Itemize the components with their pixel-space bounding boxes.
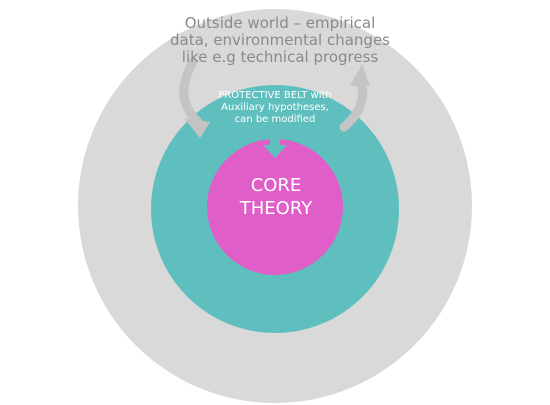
protective-belt-line-2: Auxiliary hypotheses, — [221, 102, 329, 113]
protective-belt-label: PROTECTIVE BELT with Auxiliary hypothese… — [195, 90, 355, 126]
outside-world-line-3: like e.g technical progress — [181, 47, 379, 66]
core-theory-line-2: THEORY — [239, 197, 313, 219]
curved-arrow-up-icon — [339, 64, 370, 132]
arrow-down-icon — [263, 136, 287, 158]
core-theory-label: CORE THEORY — [210, 175, 342, 220]
core-theory-circle — [207, 139, 343, 275]
protective-belt-line-3: can be modified — [234, 114, 316, 125]
outside-world-line-1: Outside world – empirical — [184, 14, 376, 32]
outside-world-line-2: data, environmental changes — [170, 30, 390, 49]
outside-world-label: Outside world – empirical data, environm… — [170, 15, 390, 65]
curved-arrow-down-icon — [179, 57, 210, 138]
protective-belt-line-1: PROTECTIVE BELT with — [218, 90, 332, 101]
core-theory-line-1: CORE — [250, 175, 302, 196]
